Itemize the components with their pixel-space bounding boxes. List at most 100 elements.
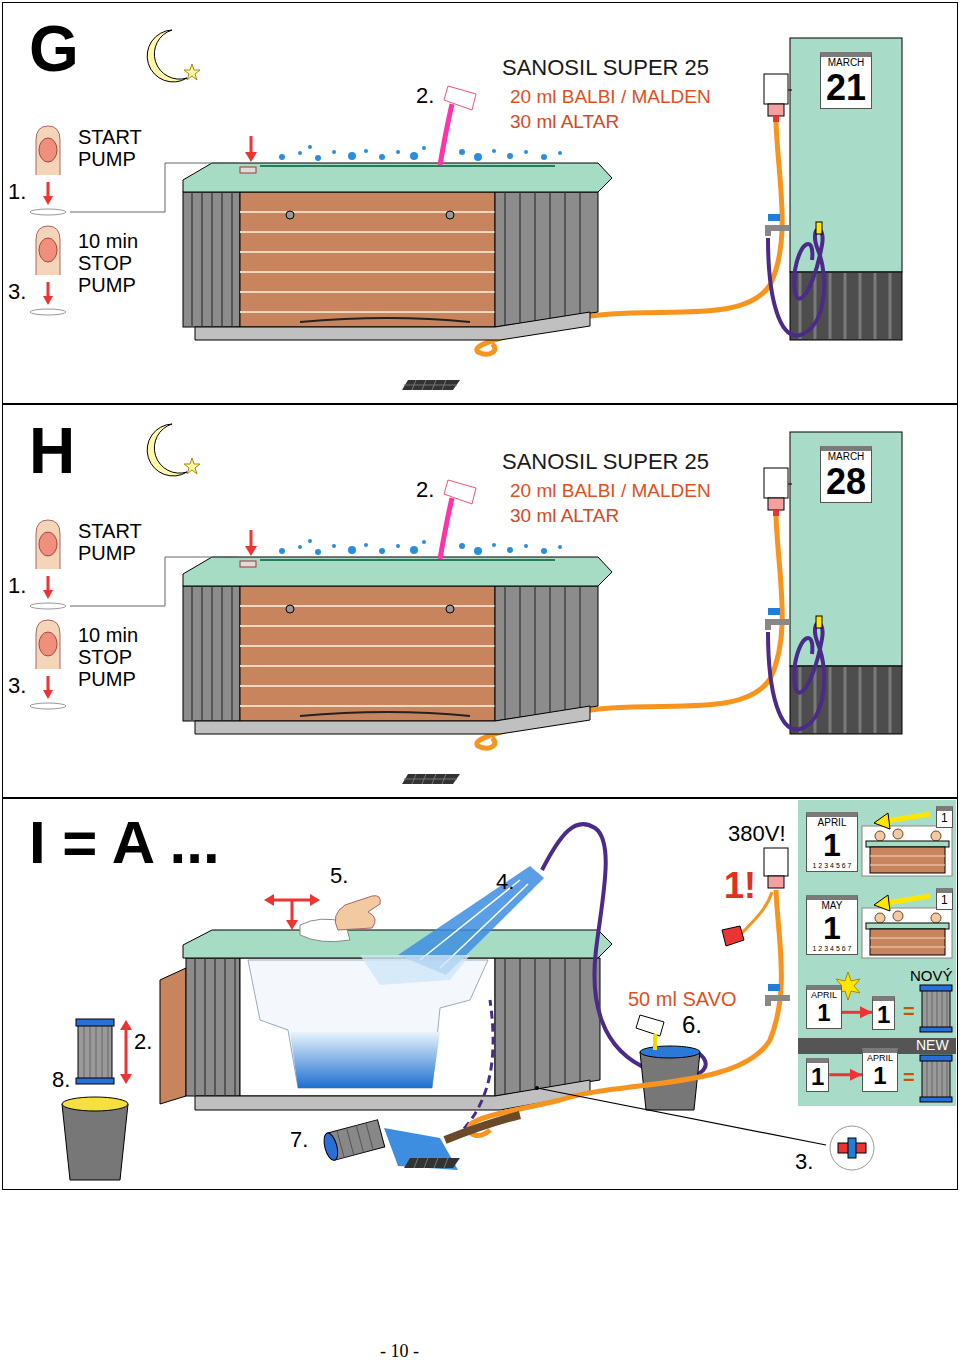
day-number: 1 <box>941 812 948 825</box>
dosage-text: 30 ml ALTAR <box>510 112 619 133</box>
spa-scene <box>30 424 902 784</box>
maintenance-scene <box>848 1138 856 1158</box>
filter-note: NEW <box>916 1038 949 1053</box>
day-number: 1 <box>811 1064 824 1089</box>
product-name: SANOSIL SUPER 25 <box>502 56 709 80</box>
dosage-text: 20 ml BALBI / MALDEN <box>510 87 711 108</box>
calendar-sheet: 1 <box>936 888 953 910</box>
dosage-text: 20 ml BALBI / MALDEN <box>510 481 711 502</box>
maintenance-scene <box>272 900 312 920</box>
month-name: APRIL <box>867 1054 893 1063</box>
maintenance-scene <box>830 1126 874 1170</box>
maintenance-scene <box>186 958 240 1096</box>
maintenance-scene <box>240 958 495 1096</box>
step-number: 7. <box>290 1128 308 1152</box>
maintenance-scene <box>542 824 706 1077</box>
maintenance-scene <box>120 1020 132 1030</box>
maintenance-scene <box>310 894 320 906</box>
step-panel: G MARCH21 <box>2 2 958 404</box>
weekday-row: 1 2 3 4 5 6 7 <box>811 945 853 952</box>
page-number: - 10 - <box>380 1342 419 1362</box>
maintenance-scene <box>248 960 488 1088</box>
maintenance-scene <box>286 920 298 930</box>
calendar-sheet: 1 <box>936 806 953 828</box>
maintenance-scene <box>798 800 956 1106</box>
maintenance-scene <box>62 1104 128 1180</box>
maintenance-scene <box>195 958 235 1096</box>
maintenance-scene <box>920 985 952 1032</box>
step-panel: I = A ...APRIL11 2 3 4 5 6 71MAY11 2 3 4… <box>2 798 958 1190</box>
day-number: 21 <box>825 69 867 107</box>
equals-sign: = <box>903 1000 915 1022</box>
step-number: 2. <box>416 478 434 502</box>
day-number: 1 <box>867 1063 893 1088</box>
spa-scene <box>30 30 902 390</box>
arrow-connector <box>829 1073 862 1076</box>
step-number: 8. <box>52 1068 70 1092</box>
maintenance-scene <box>360 955 470 985</box>
maintenance-scene <box>84 1024 108 1080</box>
step-letter: G <box>29 17 79 81</box>
step-number: 1. <box>8 574 26 598</box>
maintenance-scene <box>445 1115 520 1140</box>
maintenance-scene <box>640 1046 700 1058</box>
month-name: APRIL <box>811 818 853 829</box>
day-number: 1 <box>811 912 853 946</box>
instruction-text: 10 min STOP PUMP <box>78 624 162 690</box>
maintenance-scene <box>120 1074 132 1084</box>
maintenance-scene <box>290 1032 440 1088</box>
maintenance-scene <box>160 968 186 1104</box>
equals-sign: = <box>903 1066 915 1088</box>
maintenance-scene <box>321 1132 340 1162</box>
maintenance-scene <box>337 1123 373 1158</box>
step-number: 6. <box>682 1012 702 1038</box>
maintenance-scene <box>505 958 580 1094</box>
filter-note: NOVÝ <box>910 968 953 985</box>
step-number: 4. <box>496 870 514 894</box>
maintenance-scene <box>78 1024 112 1080</box>
maintenance-scene <box>768 984 780 991</box>
day-number: 1 <box>811 1000 837 1025</box>
maintenance-scene <box>764 848 788 876</box>
day-number: 1 <box>941 894 948 907</box>
calendar-sheet: APRIL1 <box>806 985 842 1029</box>
maintenance-scene <box>469 890 781 1135</box>
arrow-connector <box>842 1011 872 1014</box>
maintenance-scene <box>62 1097 128 1111</box>
calendar-sheet: MARCH21 <box>820 52 872 109</box>
month-name: APRIL <box>811 991 837 1000</box>
maintenance-scene <box>537 1088 826 1145</box>
maintenance-scene <box>414 1158 448 1168</box>
warning-mark: 1! <box>724 866 756 906</box>
step-number: 2. <box>134 1030 152 1054</box>
step-number: 3. <box>8 674 26 698</box>
maintenance-scene <box>653 1034 657 1050</box>
maintenance-scene <box>76 1019 114 1026</box>
month-name: MARCH <box>825 452 867 463</box>
maintenance-scene <box>76 1078 114 1084</box>
month-name: MARCH <box>825 58 867 69</box>
instruction-text: START PUMP <box>78 520 162 564</box>
maintenance-scene <box>768 998 790 1006</box>
step-letter: H <box>29 419 75 483</box>
dosage-text: 30 ml ALTAR <box>510 506 619 527</box>
maintenance-scene <box>264 894 274 906</box>
calendar-sheet: MARCH28 <box>820 446 872 503</box>
step-number: 3. <box>795 1150 813 1174</box>
step-panel: H MARCH28 <box>2 404 958 798</box>
step-number: 5. <box>330 864 348 888</box>
calendar-sheet: APRIL11 2 3 4 5 6 7 <box>806 812 858 872</box>
step-number: 2. <box>416 84 434 108</box>
weekday-row: 1 2 3 4 5 6 7 <box>811 862 853 869</box>
calendar-sheet: 1 <box>872 996 895 1030</box>
step-number: 1. <box>8 180 26 204</box>
maintenance-scene <box>335 896 380 930</box>
maintenance-scene <box>183 930 612 958</box>
calendar-sheet: APRIL1 <box>862 1048 898 1092</box>
maintenance-scene <box>722 926 744 946</box>
month-name: MAY <box>811 901 853 912</box>
